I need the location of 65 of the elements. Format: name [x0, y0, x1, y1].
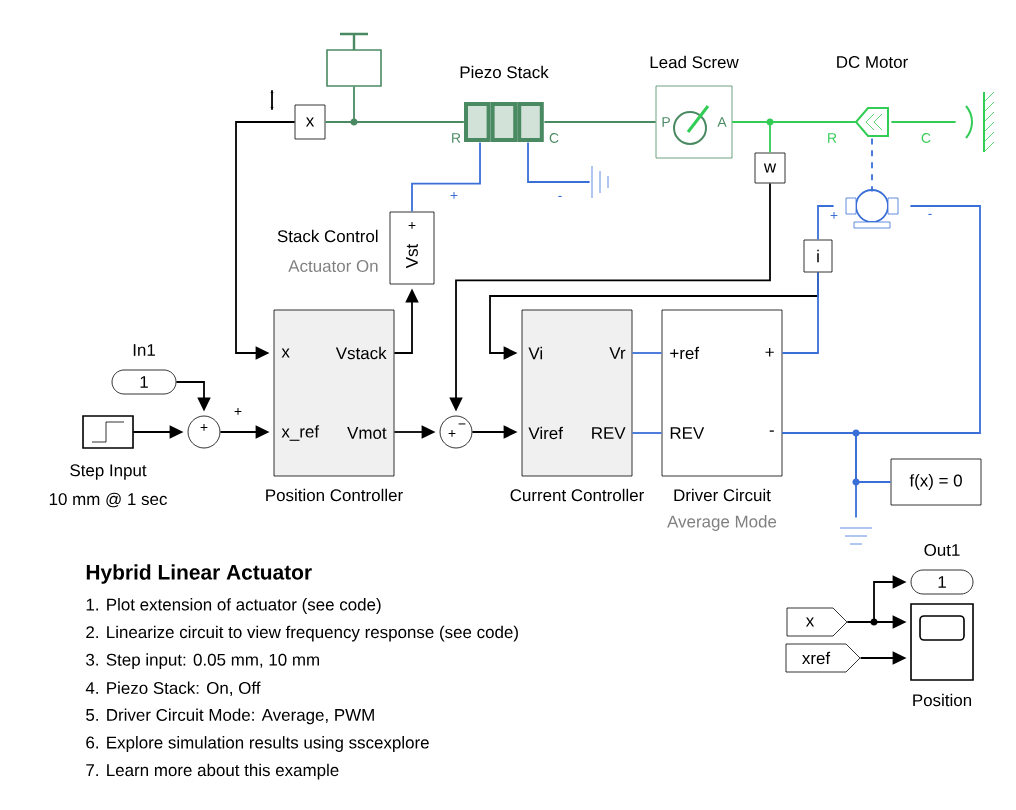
node-label: Vr — [609, 347, 626, 359]
block-label: Current Controller — [510, 488, 644, 502]
node-label: +ref — [670, 346, 700, 360]
connection-line — [631, 352, 663, 354]
connection-line — [543, 121, 657, 123]
block-label: Driver Circuit — [674, 488, 771, 502]
node-label: Lead Screw — [650, 55, 739, 69]
note-line: 3. Step input: 0.05 mm, 10 mm — [86, 653, 319, 670]
note-line: 7. Learn more about this example — [86, 763, 339, 780]
block-label: 10 mm @ 1 sec — [49, 492, 167, 508]
connection-line — [631, 432, 663, 434]
ground-symbol — [839, 527, 873, 545]
node-label: REV — [670, 427, 705, 439]
note-line: 4. Piezo Stack: On, Off — [85, 681, 261, 696]
motor-symbol — [845, 189, 899, 229]
motor-converter-block: DC Motor — [837, 56, 908, 137]
piezo-stack-block: Piezo Stack — [460, 65, 549, 142]
ground-symbol — [591, 165, 609, 199]
connection-line — [781, 432, 857, 519]
connection-line — [411, 141, 481, 213]
arrow — [235, 121, 296, 360]
driver-circuit-block: +ref + REV - — [661, 309, 783, 477]
sensor-block: w — [754, 152, 786, 184]
node-label: Vstack — [335, 346, 387, 360]
connection-line — [871, 137, 873, 193]
block-label: Actuator On — [288, 260, 378, 272]
block-label: Out1 — [924, 544, 960, 556]
controller-block: Vi Vr Viref REV — [521, 309, 633, 477]
inport-block: 1 — [111, 369, 177, 395]
block-label: Position Controller — [266, 488, 403, 502]
note-line: 6. Explore simulation results using sscexplore — [86, 736, 429, 752]
mechanical-reference — [965, 91, 995, 153]
node-label: Vi — [528, 346, 543, 360]
node-label: REV — [592, 427, 626, 439]
signal-tag: xref — [785, 643, 861, 673]
block-label: Position — [913, 693, 971, 707]
block-label: In1 — [133, 344, 155, 356]
node-label: Piezo Stack — [460, 65, 549, 79]
signal-tag: x — [786, 607, 848, 637]
node-label: x — [281, 348, 290, 358]
controller-block: x Vstack x_ref Vmot — [273, 309, 395, 477]
node-label: DC Motor — [837, 56, 908, 68]
connection-line — [353, 85, 465, 123]
connection-line — [731, 121, 771, 154]
block-label: Step Input — [70, 464, 147, 480]
sensor-block: i — [803, 239, 833, 273]
node-label: + — [765, 348, 774, 357]
outport-block: 1 — [910, 569, 974, 595]
block-label: Average Mode — [667, 515, 777, 531]
node-label: Viref — [528, 426, 563, 440]
title: Hybrid Linear Actuator — [86, 564, 312, 584]
connection-line — [527, 141, 591, 183]
note-line: 1. Plot extension of actuator (see code) — [86, 598, 381, 614]
node-label: - — [769, 430, 774, 432]
node-label: Vmot — [347, 427, 387, 439]
connection-line — [817, 205, 835, 241]
connection-line — [781, 271, 819, 354]
block-label: Stack Control — [277, 229, 378, 243]
note-line: 2. Linearize circuit to view frequency response (see code) — [86, 625, 518, 642]
sensor-block: x — [294, 104, 326, 140]
node-label: x_ref — [281, 425, 320, 441]
note-line: 5. Driver Circuit Mode: Average, PWM — [86, 708, 374, 725]
connection-line — [890, 121, 957, 123]
mass-block — [326, 32, 382, 87]
solver-block: f(x) = 0 — [890, 458, 982, 506]
